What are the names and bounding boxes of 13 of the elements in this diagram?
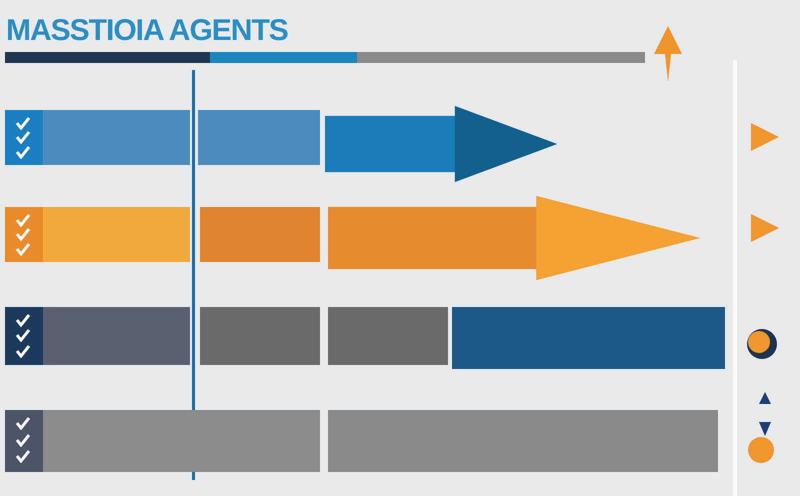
arrow-band	[325, 106, 557, 182]
content-box	[200, 307, 320, 365]
content-box	[5, 207, 190, 262]
content-box	[198, 110, 320, 165]
title: MASSTIOIA AGENTS	[6, 14, 288, 48]
content-box	[328, 307, 448, 365]
content-box	[328, 410, 718, 472]
content-box	[200, 207, 320, 262]
arrow-band	[328, 196, 700, 280]
content-box	[452, 307, 725, 369]
content-box	[5, 410, 320, 472]
content-box	[5, 307, 190, 365]
content-box	[5, 110, 190, 165]
